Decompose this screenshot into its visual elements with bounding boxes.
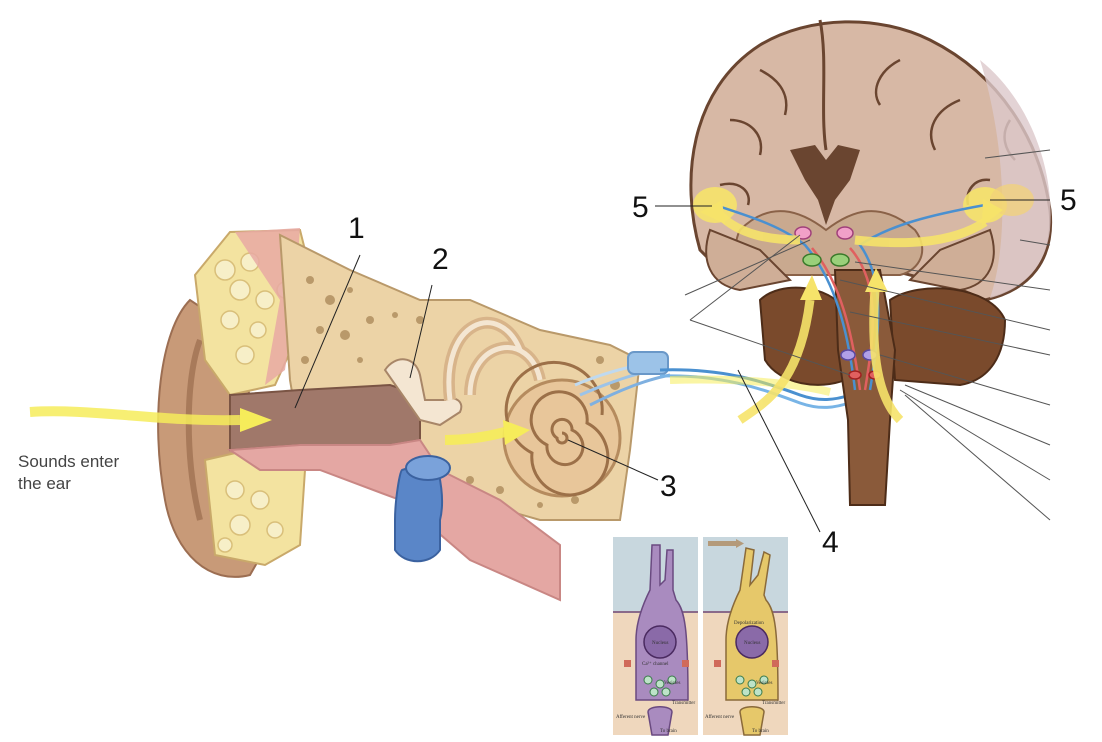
ear-illustration [29,228,671,602]
callout-3: 3 [660,470,677,503]
caption-line-2: the ear [18,474,71,493]
callout-5-right: 5 [1060,184,1077,217]
inset-left-afferent: Afferent nerve [616,715,646,720]
cochlea [502,360,622,498]
hair-cell-inset: Nucleus Ca²⁺ channel Vesicles Transmitte… [613,537,788,736]
sounds-caption: Sounds enter the ear [18,451,119,495]
inset-left-transmitter: Transmitter [672,701,695,706]
leader-2 [409,284,433,379]
callout-5-left: 5 [632,191,649,224]
sound-arrow-inner [444,427,507,445]
inset-right-transmitter: Transmitter [762,701,785,706]
inset-right-nucleus: Nucleus [744,641,760,646]
brain-illustration [689,19,1053,506]
callout-4: 4 [822,526,839,559]
leader-4 [737,369,821,533]
eustachian-tube [394,458,444,563]
inset-right-afferent: Afferent nerve [705,715,735,720]
inset-left-to-brain: To brain [660,729,677,734]
ventricles [790,145,860,225]
sound-arrow-outer [29,406,241,426]
leader-1 [294,254,361,409]
callout-leaders [294,199,1050,533]
brain-leader-lines [684,149,1051,521]
inset-right-to-brain: To brain [752,729,769,734]
inset-right-depolarization: Depolarization [734,621,764,626]
leader-3 [567,439,659,481]
callout-2: 2 [432,243,449,276]
callout-1: 1 [348,212,365,245]
inset-left-vesicles: Vesicles [664,681,680,686]
inset-right-vesicles: Vesicles [756,681,772,686]
inset-left-channel: Ca²⁺ channel [642,661,669,667]
caption-line-1: Sounds enter [18,452,120,471]
inset-left-nucleus: Nucleus [652,641,668,646]
